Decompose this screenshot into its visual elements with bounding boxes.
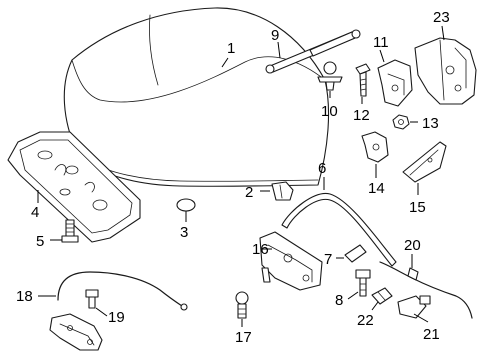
callout-17: 17 (235, 329, 252, 346)
callout-13: 13 (422, 115, 439, 132)
callout-7: 7 (324, 251, 332, 268)
support-strut (265, 29, 361, 74)
hood-panel (63, 7, 330, 187)
callout-15: 15 (409, 199, 426, 216)
bracket-22 (371, 287, 393, 305)
latch-16 (259, 231, 323, 291)
callout-1: 1 (227, 40, 235, 57)
hinge-23 (414, 37, 477, 105)
callout-2: 2 (245, 184, 253, 201)
leader-11 (379, 49, 385, 63)
callout-10: 10 (321, 103, 338, 120)
callout-11: 11 (373, 34, 389, 51)
callout-6: 6 (318, 160, 326, 177)
callout-20: 20 (404, 237, 421, 254)
callout-18: 18 (16, 288, 33, 305)
callout-5: 5 (36, 233, 44, 250)
leader-8 (347, 291, 359, 300)
callout-14: 14 (368, 180, 385, 197)
callout-12: 12 (353, 107, 370, 124)
callout-22: 22 (357, 312, 374, 329)
callout-21: 21 (423, 326, 440, 343)
weatherstrip-6 (281, 192, 397, 267)
bracket-14 (361, 131, 389, 163)
leader-21 (413, 313, 429, 323)
leader-1 (221, 57, 229, 68)
ball-stud (317, 61, 343, 91)
leader-lines (37, 25, 445, 327)
bumper-2 (271, 181, 294, 201)
callout-9: 9 (271, 27, 279, 44)
callout-8: 8 (335, 292, 343, 309)
callout-16: 16 (252, 241, 269, 258)
callout-4: 4 (31, 204, 39, 221)
leader-19 (95, 307, 108, 317)
plug-3 (176, 198, 196, 212)
leader-9 (277, 41, 281, 59)
leader-23 (441, 25, 445, 41)
bumper-screw-5 (61, 219, 79, 243)
bracket-15 (402, 141, 447, 183)
callout-3: 3 (180, 224, 188, 241)
hinge-11 (377, 59, 413, 107)
callout-19: 19 (108, 309, 125, 326)
nut-13 (392, 114, 410, 130)
bolt-8 (355, 269, 371, 297)
hood-insulator (7, 131, 141, 243)
bolt-17 (235, 291, 249, 319)
bolt-12 (355, 63, 371, 97)
callout-labels: 1 2 3 4 5 6 7 8 9 10 11 12 13 14 15 16 1… (16, 9, 450, 346)
callout-23: 23 (433, 9, 450, 26)
leader-22 (371, 301, 379, 311)
release-cable-18 (49, 271, 188, 351)
bolt-19 (85, 289, 99, 309)
handle-21 (397, 295, 431, 319)
clip-7 (344, 244, 367, 263)
cable-20 (379, 261, 473, 319)
